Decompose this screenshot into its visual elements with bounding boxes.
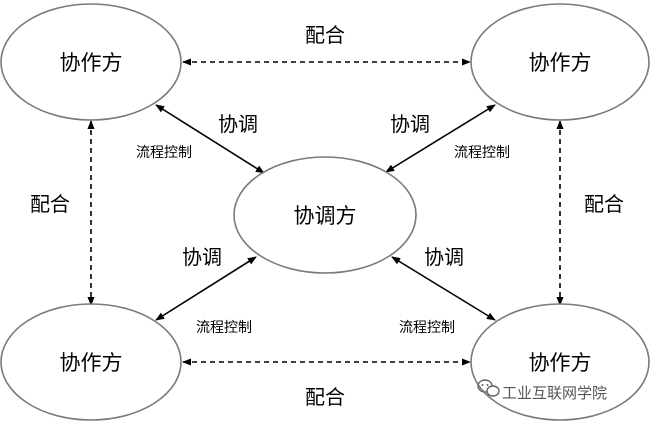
tl-flow-control-label: 流程控制 — [136, 145, 192, 161]
br-flow-control-label: 流程控制 — [399, 320, 455, 336]
node-center-label: 协调方 — [294, 204, 357, 228]
node-top-right-label: 协作方 — [529, 51, 592, 75]
node-bottom-right: 协作方 — [470, 303, 650, 421]
left-cooperate-label: 配合 — [30, 192, 70, 216]
bottom-cooperate-label: 配合 — [305, 385, 345, 409]
top-cooperate-label: 配合 — [305, 23, 345, 47]
tr-coordinate-label: 协调 — [390, 112, 430, 136]
node-top-left-label: 协作方 — [60, 51, 123, 75]
bl-flow-control-label: 流程控制 — [196, 320, 252, 336]
bl-coordinate-label: 协调 — [182, 245, 222, 269]
tl-coordinate-label: 协调 — [218, 112, 258, 136]
tr-coordinate-edge — [385, 104, 496, 173]
watermark: 工业互联网学院 — [477, 379, 607, 402]
br-coordinate-edge — [391, 256, 496, 321]
watermark-text: 工业互联网学院 — [502, 384, 607, 402]
node-top-left: 协作方 — [0, 3, 182, 121]
tr-flow-control-label: 流程控制 — [454, 145, 510, 161]
node-top-right: 协作方 — [470, 3, 650, 121]
node-bottom-left-label: 协作方 — [60, 351, 123, 375]
node-bottom-left: 协作方 — [0, 303, 182, 421]
br-coordinate-label: 协调 — [424, 245, 464, 269]
wechat-icon — [477, 379, 500, 397]
node-center: 协调方 — [233, 156, 417, 274]
bl-coordinate-edge — [155, 256, 257, 321]
node-bottom-right-label: 协作方 — [529, 351, 592, 375]
right-cooperate-label: 配合 — [584, 192, 624, 216]
tl-coordinate-edge — [155, 104, 265, 174]
